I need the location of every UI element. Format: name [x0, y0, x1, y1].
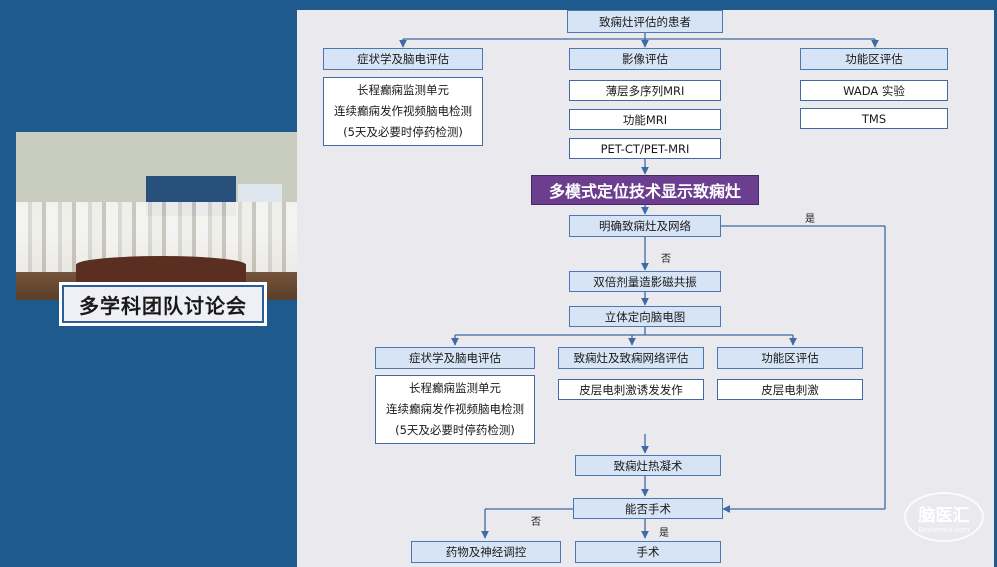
node-network-eval: 致痫灶及致痫网络评估 — [558, 347, 704, 369]
node-identify: 明确致痫灶及网络 — [569, 215, 721, 237]
node-pet: PET-CT/PET-MRI — [569, 138, 721, 159]
monitoring-line-1: 长程癫痫监测单元 — [357, 83, 449, 97]
monitoring-line-2: 连续癫痫发作视频脑电检测 — [334, 104, 472, 118]
node-functional-1: 功能区评估 — [800, 48, 948, 70]
flowchart-panel: 致痫灶评估的患者 症状学及脑电评估 长程癫痫监测单元 连续癫痫发作视频脑电检测 … — [297, 10, 994, 567]
node-cortical-stim: 皮层电刺激 — [717, 379, 863, 400]
label-no-1: 否 — [661, 254, 671, 265]
node-patient: 致痫灶评估的患者 — [567, 10, 723, 33]
node-contrast-mri: 双倍剂量造影磁共振 — [569, 271, 721, 292]
monitoring2-line-2: 连续癫痫发作视频脑电检测 — [386, 402, 524, 416]
node-symptom-eeg-2: 症状学及脑电评估 — [375, 347, 535, 369]
connector-lines — [399, 33, 886, 539]
node-drug-therapy: 药物及神经调控 — [411, 541, 561, 563]
node-imaging: 影像评估 — [569, 48, 721, 70]
watermark-url: Brainmed.com — [918, 525, 970, 534]
node-surgery-question: 能否手术 — [573, 498, 723, 519]
monitoring2-line-1: 长程癫痫监测单元 — [409, 381, 501, 395]
node-fmri: 功能MRI — [569, 109, 721, 130]
team-photo — [16, 132, 304, 300]
photo-caption: 多学科团队讨论会 — [62, 285, 264, 323]
watermark-name: 脑医汇 — [918, 505, 970, 526]
label-no-2: 否 — [531, 517, 541, 528]
node-functional-2: 功能区评估 — [717, 347, 863, 369]
node-monitoring-2: 长程癫痫监测单元 连续癫痫发作视频脑电检测 (5天及必要时停药检测) — [375, 375, 535, 444]
node-seeg: 立体定向脑电图 — [569, 306, 721, 327]
node-stim-seizure: 皮层电刺激诱发发作 — [558, 379, 704, 400]
node-thermocoagulation: 致痫灶热凝术 — [575, 455, 721, 476]
monitoring2-line-3: (5天及必要时停药检测) — [395, 423, 515, 437]
node-monitoring-1: 长程癫痫监测单元 连续癫痫发作视频脑电检测 (5天及必要时停药检测) — [323, 77, 483, 146]
label-yes-2: 是 — [659, 528, 669, 539]
node-multimodal: 多模式定位技术显示致痫灶 — [531, 175, 759, 205]
node-surgery: 手术 — [575, 541, 721, 563]
watermark-logo: 脑医汇 Brainmed.com — [904, 492, 984, 542]
node-tms: TMS — [800, 108, 948, 129]
monitoring-line-3: (5天及必要时停药检测) — [343, 125, 463, 139]
node-wada: WADA 实验 — [800, 80, 948, 101]
label-yes-1: 是 — [805, 214, 815, 225]
node-symptom-eeg-1: 症状学及脑电评估 — [323, 48, 483, 70]
node-mri: 薄层多序列MRI — [569, 80, 721, 101]
